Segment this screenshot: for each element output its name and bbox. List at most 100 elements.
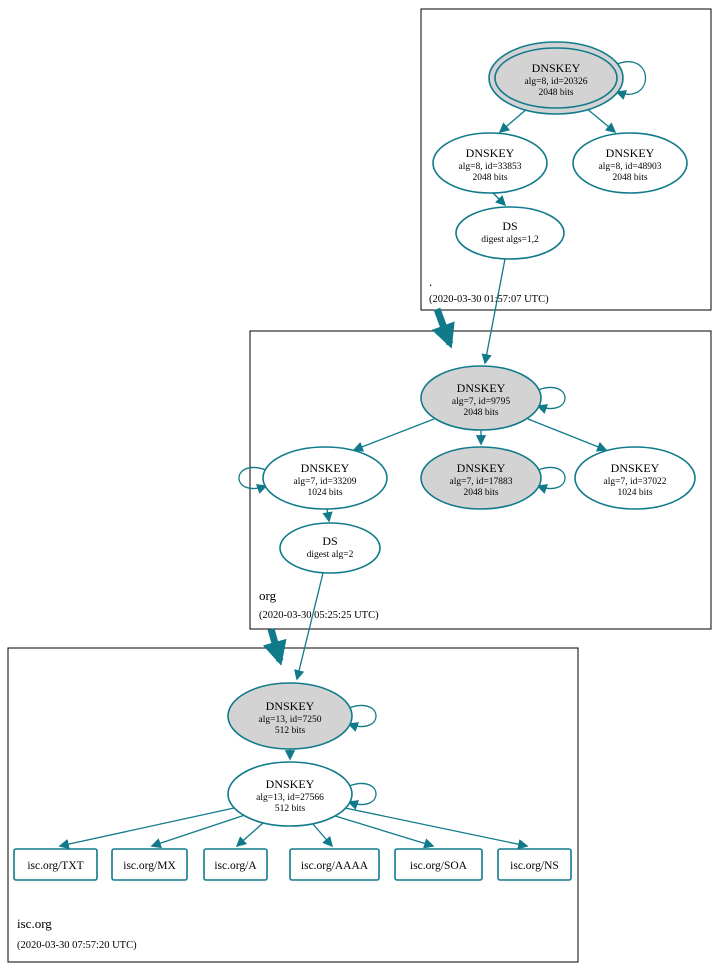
edge-isc-zsk-soa <box>331 814 435 849</box>
isc-rrset-txt: isc.org/TXT <box>13 848 98 881</box>
edge-isc-zsk-selfsig <box>347 783 377 810</box>
edge-org-zsk1-ds <box>322 508 333 523</box>
edge-org-ksk-zsk2 <box>527 418 608 452</box>
edge-org-ds-isc-ksk <box>294 572 324 681</box>
rrset-mx-box <box>111 848 188 881</box>
root-zone-label: . <box>429 274 432 289</box>
isc-zsk-bits: 512 bits <box>275 804 306 814</box>
org-ds-type: DS <box>322 534 337 548</box>
rrset-a-box <box>203 848 268 881</box>
org-ksk2-ellipse <box>420 446 542 510</box>
isc-rrset-soa: isc.org/SOA <box>394 848 483 881</box>
rrset-a-label: isc.org/A <box>214 860 257 872</box>
rrset-soa-label: isc.org/SOA <box>410 860 468 872</box>
org-ds-detail: digest alg=2 <box>307 550 354 560</box>
org-zsk2-type: DNSKEY <box>611 461 660 475</box>
org-ksk2-detail: alg=7, id=17883 <box>450 477 513 487</box>
isc-ksk-node: DNSKEY alg=13, id=7250 512 bits <box>227 682 353 750</box>
org-zsk2-detail: alg=7, id=37022 <box>604 477 667 487</box>
root-ds-node: DS digest algs=1,2 <box>455 206 565 260</box>
org-ksk-bits: 2048 bits <box>463 408 498 418</box>
isc-zone-box <box>7 647 579 963</box>
edge-org-ksk2-selfsig <box>536 467 566 494</box>
isc-rrset-mx: isc.org/MX <box>111 848 188 881</box>
edge-isc-zsk-txt <box>58 807 235 850</box>
isc-zsk-node: DNSKEY alg=13, id=27566 512 bits <box>227 761 353 827</box>
edge-isc-zsk-ns <box>344 807 529 850</box>
root-zsk1-type: DNSKEY <box>466 146 515 160</box>
root-zsk2-node: DNSKEY alg=8, id=48903 2048 bits <box>572 132 688 194</box>
org-ksk-detail: alg=7, id=9795 <box>452 397 510 407</box>
root-ds-ellipse <box>455 206 565 260</box>
org-zsk1-ellipse <box>262 446 388 510</box>
rrset-txt-box <box>13 848 98 881</box>
org-ksk-node: DNSKEY alg=7, id=9795 2048 bits <box>420 365 542 431</box>
edge-isc-zsk-aaaa <box>311 822 334 848</box>
org-ksk2-bits: 2048 bits <box>463 488 498 498</box>
root-ksk-node: DNSKEY alg=8, id=20326 2048 bits <box>488 41 624 115</box>
org-ksk-type: DNSKEY <box>457 381 506 395</box>
rrset-txt-label: isc.org/TXT <box>27 860 83 872</box>
edge-org-ksk-zsk1 <box>352 418 435 452</box>
edges <box>58 61 647 850</box>
edge-root-zsk1-ds <box>492 192 507 207</box>
org-ksk2-node: DNSKEY alg=7, id=17883 2048 bits <box>420 446 542 510</box>
org-zsk2-ellipse <box>574 446 696 510</box>
root-zone-box <box>420 8 712 311</box>
edge-isc-zsk-a <box>235 822 264 848</box>
root-ksk-type: DNSKEY <box>532 61 581 75</box>
edge-isc-ksk-selfsig <box>347 705 377 732</box>
org-zone-label: org <box>259 588 277 603</box>
org-zsk1-type: DNSKEY <box>301 461 350 475</box>
delegation-org-isc-arrow <box>262 628 287 666</box>
isc-rrset-ns: isc.org/NS <box>497 848 572 881</box>
edge-root-ksk-selfsig <box>615 61 647 100</box>
org-zone-box <box>249 330 712 630</box>
isc-zone-timestamp: (2020-03-30 07:57:20 UTC) <box>17 940 137 951</box>
org-zsk2-node: DNSKEY alg=7, id=37022 1024 bits <box>574 446 696 510</box>
root-ksk-ellipse <box>488 41 624 115</box>
org-ksk2-type: DNSKEY <box>457 461 506 475</box>
isc-ksk-type: DNSKEY <box>266 699 315 713</box>
isc-zsk-ellipse <box>227 761 353 827</box>
edge-root-ksk-zsk1 <box>498 107 529 134</box>
root-zsk2-type: DNSKEY <box>606 146 655 160</box>
edge-isc-zsk-mx <box>150 814 246 849</box>
root-ksk-bits: 2048 bits <box>538 88 573 98</box>
root-ds-type: DS <box>502 219 517 233</box>
root-ksk-inner-ring <box>494 47 618 109</box>
root-zsk2-detail: alg=8, id=48903 <box>599 162 662 172</box>
org-zsk2-bits: 1024 bits <box>617 488 652 498</box>
isc-rrset-a: isc.org/A <box>203 848 268 881</box>
org-zsk1-detail: alg=7, id=33209 <box>294 477 357 487</box>
rrset-mx-label: isc.org/MX <box>123 860 176 872</box>
isc-zsk-type: DNSKEY <box>266 777 315 791</box>
root-zsk1-ellipse <box>432 132 548 194</box>
rrset-ns-box <box>497 848 572 881</box>
org-zone-timestamp: (2020-03-30 05:25:25 UTC) <box>259 610 379 621</box>
root-ksk-detail: alg=8, id=20326 <box>525 77 588 87</box>
edge-root-ksk-zsk2 <box>585 107 617 133</box>
org-ksk-ellipse <box>420 365 542 431</box>
isc-ksk-ellipse <box>227 682 353 750</box>
rrset-aaaa-label: isc.org/AAAA <box>301 860 369 872</box>
delegation-root-org-arrow <box>431 307 455 349</box>
isc-ksk-detail: alg=13, id=7250 <box>259 715 322 725</box>
edge-org-zsk1-selfsig <box>238 467 268 494</box>
isc-zone-label: isc.org <box>17 916 52 931</box>
edge-root-ds-org-ksk <box>481 258 506 365</box>
root-zsk2-bits: 2048 bits <box>612 173 647 183</box>
rrset-aaaa-box <box>289 848 380 881</box>
root-zsk1-detail: alg=8, id=33853 <box>459 162 522 172</box>
rrset-ns-label: isc.org/NS <box>510 860 559 872</box>
rrset-soa-box <box>394 848 483 881</box>
org-zsk1-node: DNSKEY alg=7, id=33209 1024 bits <box>262 446 388 510</box>
root-zsk1-bits: 2048 bits <box>472 173 507 183</box>
root-zsk1-node: DNSKEY alg=8, id=33853 2048 bits <box>432 132 548 194</box>
root-ds-detail: digest algs=1,2 <box>481 235 539 245</box>
root-zsk2-ellipse <box>572 132 688 194</box>
org-zsk1-bits: 1024 bits <box>307 488 342 498</box>
isc-rrset-aaaa: isc.org/AAAA <box>289 848 380 881</box>
org-ds-ellipse <box>279 522 381 574</box>
